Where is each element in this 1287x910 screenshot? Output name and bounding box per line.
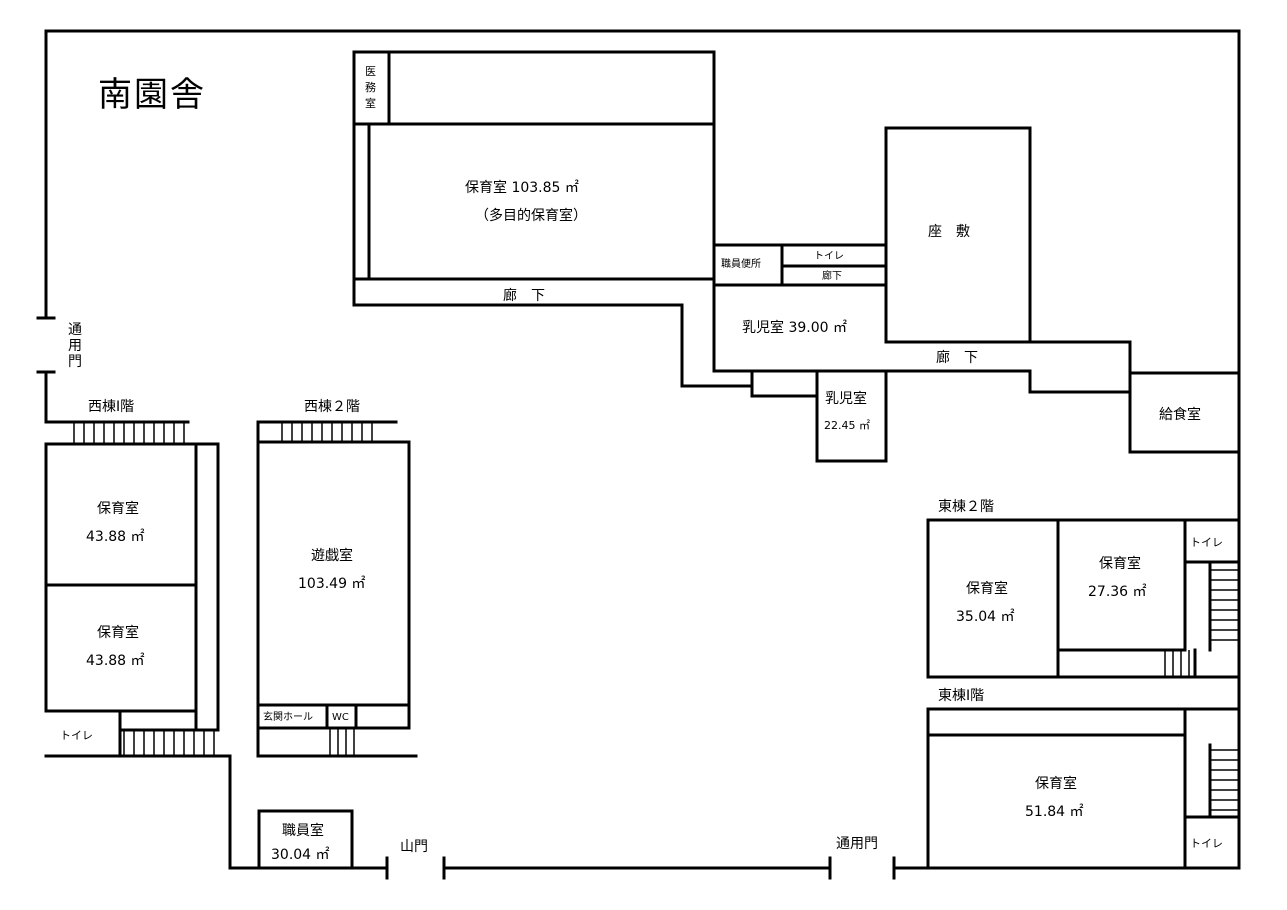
medical-room-label-2: 務 bbox=[365, 80, 376, 94]
toilet-small-label: トイレ bbox=[814, 251, 844, 262]
west-building-floor1 bbox=[44, 420, 220, 758]
corridor-1-label: 廊 下 bbox=[503, 287, 545, 304]
main-room-note: （多目的保育室） bbox=[475, 207, 587, 224]
medical-room-label-3: 室 bbox=[365, 96, 376, 110]
infant-room-2-area: 22.45 ㎡ bbox=[824, 419, 870, 432]
west-floor2-stairs-top bbox=[281, 422, 373, 442]
west-floor1-stairs-top bbox=[73, 422, 185, 444]
east-room-a-area: 35.04 ㎡ bbox=[956, 609, 1015, 625]
playroom-name: 遊戯室 bbox=[311, 547, 353, 564]
east-building-floor2 bbox=[926, 518, 1241, 679]
entrance-hall-label: 玄関ホール bbox=[263, 710, 313, 723]
corridor-2-label: 廊 下 bbox=[936, 349, 978, 366]
staff-toilet-label: 職員便所 bbox=[721, 257, 761, 270]
east-floor2-stairs-bottom bbox=[1164, 650, 1190, 677]
svg-text:門: 門 bbox=[68, 354, 82, 370]
main-gate-label: 山門 bbox=[400, 839, 428, 855]
infant-room-2-name: 乳児室 bbox=[825, 390, 867, 407]
playroom-area: 103.49 ㎡ bbox=[298, 576, 365, 592]
infant-room-1-label: 乳児室 39.00 ㎡ bbox=[742, 319, 847, 336]
wc-label: WC bbox=[332, 712, 349, 723]
west-floor2-stairs-bottom bbox=[329, 728, 355, 756]
svg-text:用: 用 bbox=[68, 338, 82, 354]
west-room-upper-name: 保育室 bbox=[97, 500, 139, 517]
east-toilet-bottom-label: トイレ bbox=[1190, 837, 1223, 850]
east-room-a-name: 保育室 bbox=[966, 580, 1008, 597]
east-floor2-label: 東棟２階 bbox=[938, 499, 994, 515]
tatami-room-label: 座 敷 bbox=[928, 224, 970, 240]
west-room-upper-area: 43.88 ㎡ bbox=[86, 529, 145, 545]
east-floor2-stairs-side bbox=[1210, 569, 1239, 641]
west-floor2-label: 西棟２階 bbox=[304, 399, 360, 415]
kitchen-label: 給食室 bbox=[1159, 406, 1201, 423]
west-toilet-label: トイレ bbox=[60, 729, 93, 742]
staff-room bbox=[257, 809, 354, 870]
east-room-b-name: 保育室 bbox=[1099, 555, 1141, 572]
west-room-lower-name: 保育室 bbox=[97, 624, 139, 641]
side-gate-bottom-label: 通用門 bbox=[836, 836, 878, 852]
east-building-floor1 bbox=[926, 707, 1241, 870]
east-room-b-area: 27.36 ㎡ bbox=[1088, 584, 1147, 600]
side-gate-left-label: 通 用 門 bbox=[68, 322, 82, 370]
east-room-c-name: 保育室 bbox=[1035, 775, 1077, 792]
west-floor1-stairs-bottom bbox=[123, 730, 215, 756]
east-toilet-top-label: トイレ bbox=[1190, 536, 1223, 549]
staff-room-name: 職員室 bbox=[282, 822, 324, 839]
west-room-lower-area: 43.88 ㎡ bbox=[86, 653, 145, 669]
page-title: 南園舎 bbox=[98, 75, 206, 115]
staff-room-area: 30.04 ㎡ bbox=[271, 847, 330, 863]
east-room-c-area: 51.84 ㎡ bbox=[1025, 804, 1084, 820]
svg-text:通: 通 bbox=[68, 322, 82, 338]
east-floor1-label: 東棟Ⅰ階 bbox=[938, 688, 984, 704]
west-floor1-label: 西棟Ⅰ階 bbox=[88, 399, 134, 415]
medical-room-label-1: 医 bbox=[365, 65, 376, 78]
north-building bbox=[352, 50, 1241, 463]
corridor-small-label: 廊下 bbox=[822, 269, 842, 282]
main-room-name: 保育室 103.85 ㎡ bbox=[465, 179, 579, 196]
west-building-floor2 bbox=[256, 420, 418, 758]
east-floor1-stairs-side bbox=[1210, 749, 1239, 811]
